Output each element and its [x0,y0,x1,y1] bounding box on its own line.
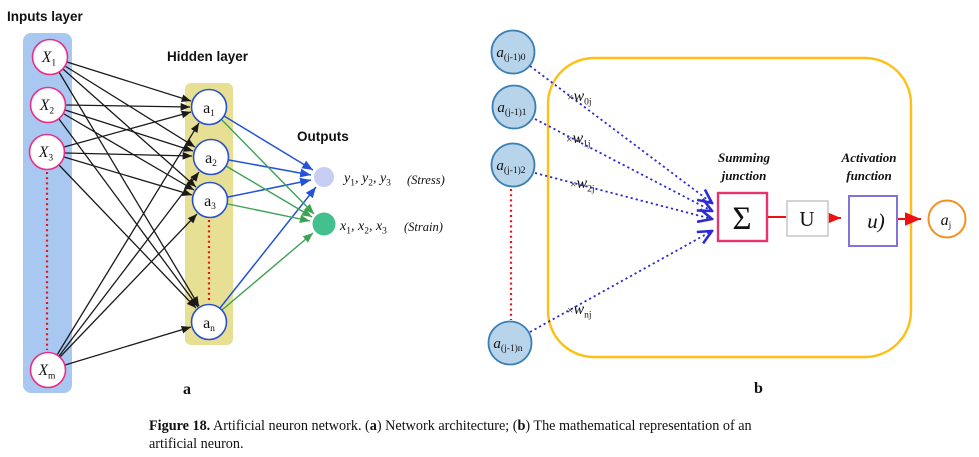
neuron-input-node-n-label: a(j-1)n [493,336,522,354]
summing-junction-label-2: junction [720,168,767,183]
inputs-layer-label: Inputs layer [7,9,84,24]
input-node-x1-label: X1 [41,49,56,69]
edge [63,113,195,191]
edge [63,156,193,197]
neuron-boundary-rounded-rect [546,56,913,359]
edge [534,118,712,211]
edge [221,232,314,311]
weight-w2j-label: ×w2j [570,175,595,195]
summing-junction-label: Summing [718,150,771,165]
edge [58,71,200,307]
neuron-input-node-2 [490,142,536,188]
input-node-x3-label: X3 [38,144,53,164]
edge [62,68,197,188]
edge [529,65,712,203]
hidden-node-an [190,303,228,341]
neuron-input-node-0 [490,29,536,75]
u-box-label: U [799,207,814,231]
hidden-nodes: a1 a2 a3 an [190,88,230,341]
hidden-layer-label: Hidden layer [167,49,249,64]
strain-output-label: x1, x2, x3 [339,219,387,237]
activation-function-label-2: function [846,168,892,183]
input-node-xm-label: Xm [38,362,56,382]
summing-junction-box [716,191,769,243]
input-node-x2-label: X2 [39,97,54,117]
input-nodes: X1 X2 X3 Xm [28,38,69,389]
stress-output-label: y1, y2, y3 [342,171,391,189]
edge [63,110,192,148]
input-node-x3 [28,133,66,171]
edge [534,172,712,219]
hidden-node-a2 [192,138,230,176]
hidden-to-strain-edges [221,119,315,311]
edge [228,159,312,178]
edge [58,164,197,309]
figure-caption: Figure 18. Artificial neuron network. (a… [149,418,752,452]
neuron-input-node-n [487,320,533,366]
neuron-input-node-1-label: a(j-1)1 [497,100,526,118]
caption-figure-number: Figure 18. [149,418,211,434]
input-node-x2 [29,86,67,124]
neuron-input-node-2-label: a(j-1)2 [496,158,525,176]
edge [64,326,192,366]
weight-w0j-label: ×w0j [567,88,592,108]
hidden-node-a2-label: a2 [205,150,217,169]
edge [227,177,312,198]
edge [219,186,317,309]
neuron-input-nodes: a(j-1)0 a(j-1)1 a(j-1)2 a(j-1)n [487,29,537,366]
hidden-node-a1-label: a1 [203,100,215,119]
input-to-hidden-edges [56,61,200,366]
edge [58,118,199,308]
edge [227,203,311,224]
u-box [786,200,829,237]
inputs-layer-panel [23,33,72,393]
hidden-to-stress-edges [219,115,317,309]
edge [65,103,191,111]
hidden-node-a1 [190,88,228,126]
weighted-input-edges [529,65,712,333]
strain-qualifier-label: (Strain) [404,220,443,234]
activation-box-label: u) [867,209,885,233]
edge [221,119,315,215]
edge [59,213,198,358]
figure-diagram: X1 X2 X3 Xm a1 a2 a3 an Inputs layer Hid… [7,9,967,398]
sigma-symbol: Σ [732,201,751,237]
neuron-input-node-1 [491,84,537,130]
edge [529,231,712,333]
weight-w1j-label: ×w1j [566,130,591,150]
stress-output-node [314,167,334,187]
activation-function-box [848,195,898,247]
neuron-input-node-0-label: a(j-1)0 [496,45,525,63]
edge [56,122,200,356]
edge [66,61,192,102]
neuron-output-node-label: aj [941,212,952,231]
stress-qualifier-label: (Stress) [407,173,445,187]
outputs-label: Outputs [297,129,349,144]
activation-function-label: Activation [841,150,897,165]
neuron-output-node [927,199,967,239]
hidden-node-a3-label: a3 [204,193,216,212]
panel-b-label: b [754,380,763,397]
edge [64,151,193,160]
input-node-x1 [31,38,69,76]
weight-wnj-label: ×wnj [567,301,592,321]
hidden-node-an-label: an [203,315,215,334]
edge [64,109,194,152]
edge [223,115,314,171]
input-node-xm [29,351,67,389]
edge [58,171,200,357]
edge [225,165,313,218]
panel-a-label: a [183,381,191,398]
strain-output-node [312,212,336,236]
hidden-node-a3 [191,181,229,219]
